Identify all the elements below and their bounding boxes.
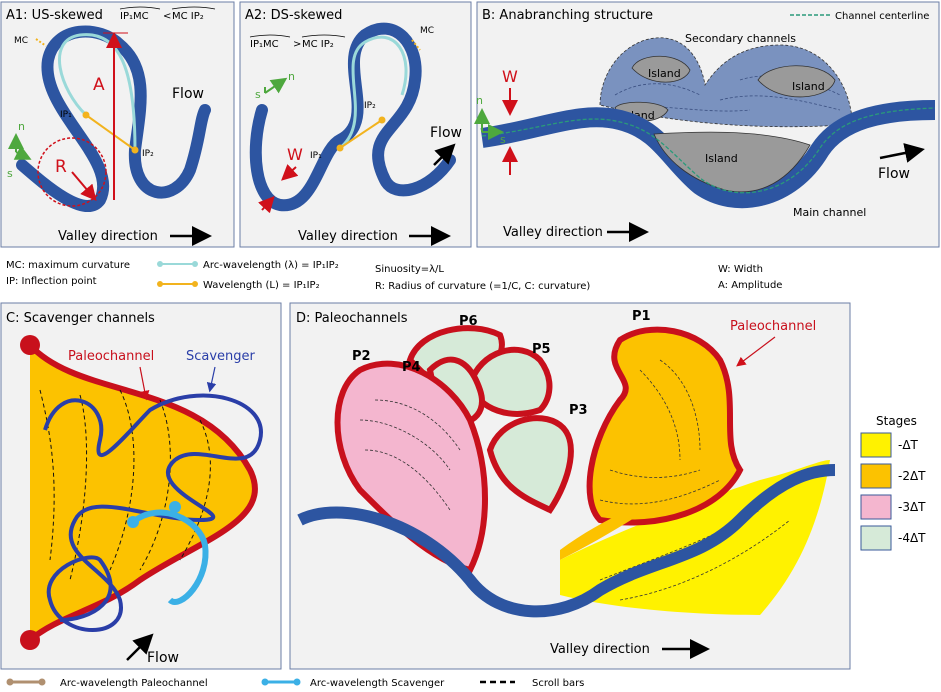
- a1-mc-label: MC: [14, 36, 28, 46]
- a1-wavelength-line: [85, 114, 136, 151]
- stage-label-3: -3ΔT: [898, 500, 926, 514]
- def-sinuosity: Sinuosity=λ/L: [375, 264, 444, 275]
- stages-legend: Stages -ΔT -2ΔT -3ΔT -4ΔT: [860, 414, 926, 551]
- c-scav-label: Scavenger: [186, 349, 256, 364]
- stage-label-1: -ΔT: [898, 438, 919, 452]
- a1-inequality-left: IP₁MC: [120, 11, 149, 22]
- b-main-channel: [480, 100, 936, 209]
- a2-inequality-left: IP₁MC: [250, 39, 279, 50]
- a1-radius-circle: [37, 137, 107, 207]
- a2-channel: [249, 22, 456, 212]
- c-paleo-label: Paleochannel: [68, 349, 154, 364]
- a2-inequality-op: >: [293, 39, 301, 50]
- b-flow-label: Flow: [878, 166, 910, 182]
- def-ip: IP: Inflection point: [6, 276, 97, 287]
- a1-amplitude-label: A: [93, 75, 105, 95]
- d-p3-label: P3: [569, 403, 588, 418]
- a1-radius-label: R: [55, 157, 67, 177]
- stage-swatch-1: [860, 432, 892, 458]
- stage-label-4: -4ΔT: [898, 531, 926, 545]
- a2-s-label: s: [255, 88, 261, 101]
- legend-scroll: Scroll bars: [532, 678, 584, 689]
- c-flow-label: Flow: [147, 650, 179, 666]
- stage-swatch-3: [860, 494, 892, 520]
- panel-c-title: C: Scavenger channels: [6, 311, 155, 326]
- panel-b-title: B: Anabranching structure: [482, 8, 653, 23]
- a2-inequality-right: MC IP₂: [302, 39, 334, 50]
- b-secondary-label: Secondary channels: [685, 32, 796, 45]
- d-p6-label: P6: [459, 314, 478, 329]
- a1-s-label: s: [7, 167, 13, 180]
- panel-a1: A1: US-skewed IP₁MC < MC IP₂ A R MC IP₁ …: [0, 1, 235, 248]
- panel-a1-title: A1: US-skewed: [6, 8, 103, 23]
- a2-ip2-label: IP₂: [364, 101, 376, 111]
- panel-a2: A2: DS-skewed IP₁MC > MC IP₂ MC IP₁ IP₂ …: [239, 1, 472, 248]
- b-s-label: s: [500, 133, 506, 146]
- a1-valley-label: Valley direction: [58, 229, 158, 244]
- panel-d: D: Paleochannels P1 P2 P3 P4 P5 P6 Paleo…: [289, 302, 851, 670]
- definitions: MC: maximum curvature IP: Inflection poi…: [6, 260, 782, 292]
- d-main-channel: [297, 464, 836, 618]
- stage-swatch-2: [860, 463, 892, 489]
- a1-flow-label: Flow: [172, 86, 204, 102]
- panel-b: B: Anabranching structure Channel center…: [474, 1, 940, 248]
- a1-inequality-right: MC IP₂: [172, 11, 204, 22]
- a2-n-label: n: [288, 70, 295, 83]
- a2-valley-label: Valley direction: [298, 229, 398, 244]
- a1-ip1-label: IP₁: [60, 110, 72, 120]
- c-paleochannel-border: [27, 342, 258, 643]
- a2-flow-label: Flow: [430, 125, 462, 141]
- panel-c: C: Scavenger channels Paleochannel Scave…: [0, 302, 282, 670]
- c-scavenger: [43, 393, 263, 632]
- a2-ip1-label: IP₁: [310, 151, 322, 161]
- def-width: W: Width: [718, 264, 763, 275]
- b-centerline-legend: Channel centerline: [835, 11, 929, 22]
- a2-w-label: W: [287, 145, 303, 164]
- def-radius: R: Radius of curvature (=1/C, C: curvatu…: [375, 281, 590, 292]
- d-p5-label: P5: [532, 342, 551, 357]
- b-island-2-label: Island: [792, 80, 825, 93]
- b-w-label: W: [502, 67, 518, 86]
- def-amplitude: A: Amplitude: [718, 280, 782, 291]
- a1-inequality-op: <: [163, 11, 171, 22]
- legend-scav: Arc-wavelength Scavenger: [310, 678, 445, 689]
- stages-title: Stages: [876, 414, 917, 428]
- stage-label-2: -2ΔT: [898, 469, 926, 483]
- panel-d-title: D: Paleochannels: [296, 311, 408, 326]
- d-valley-label: Valley direction: [550, 642, 650, 657]
- b-island-1-label: Island: [648, 67, 681, 80]
- d-p2-label: P2: [352, 349, 371, 364]
- d-p1-label: P1: [632, 309, 651, 324]
- a1-overline: [119, 6, 216, 10]
- b-valley-label: Valley direction: [503, 225, 603, 240]
- a2-mc-label: MC: [420, 26, 434, 36]
- def-arc: Arc-wavelength (λ) = IP₁IP₂: [203, 260, 339, 271]
- legend-paleo: Arc-wavelength Paleochannel: [60, 678, 208, 689]
- panel-a2-title: A2: DS-skewed: [245, 8, 342, 23]
- b-island-4-label: Island: [705, 152, 738, 165]
- def-mc: MC: maximum curvature: [6, 260, 130, 271]
- b-n-label: n: [476, 94, 483, 107]
- a1-n-label: n: [18, 120, 25, 133]
- a1-ip2-label: IP₂: [142, 149, 154, 159]
- stage-swatch-4: [860, 525, 892, 551]
- d-paleo-label: Paleochannel: [730, 319, 816, 334]
- b-main-channel-label: Main channel: [793, 206, 866, 219]
- a1-arc-wavelength: [57, 33, 137, 151]
- d-p4-label: P4: [402, 360, 421, 375]
- bottom-legend: Arc-wavelength Paleochannel Arc-waveleng…: [6, 678, 584, 689]
- def-wavelength: Wavelength (L) = IP₁IP₂: [203, 280, 320, 291]
